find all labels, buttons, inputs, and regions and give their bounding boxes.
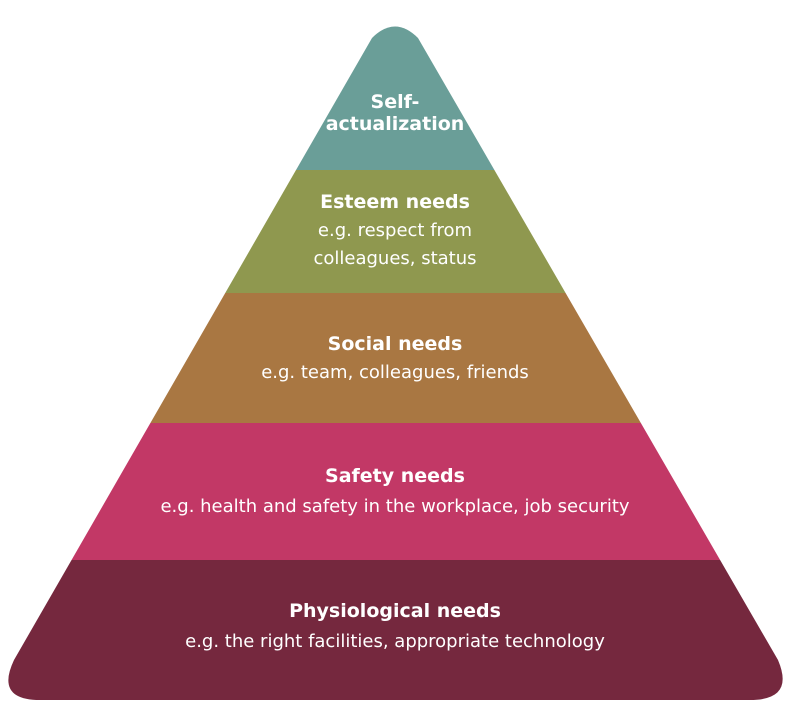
tier-title-physiological: Physiological needs (289, 600, 501, 622)
tier-title-social: Social needs (328, 333, 463, 355)
tier-example-safety: e.g. health and safety in the workplace,… (160, 496, 629, 517)
tier-band-self-actualization (8, 26, 783, 170)
tier-band-physiological (8, 560, 783, 700)
tier-title-esteem: Esteem needs (320, 191, 470, 213)
tier-example-esteem: colleagues, status (313, 248, 476, 269)
tier-example-esteem: e.g. respect from (318, 220, 472, 241)
tier-example-social: e.g. team, colleagues, friends (261, 362, 529, 383)
tier-title-self-actualization: actualization (326, 113, 465, 135)
tier-title-safety: Safety needs (325, 465, 465, 487)
tier-band-safety (8, 423, 783, 560)
tier-band-social (8, 293, 783, 423)
tier-title-self-actualization: Self- (371, 91, 420, 113)
tier-example-physiological: e.g. the right facilities, appropriate t… (185, 631, 605, 652)
